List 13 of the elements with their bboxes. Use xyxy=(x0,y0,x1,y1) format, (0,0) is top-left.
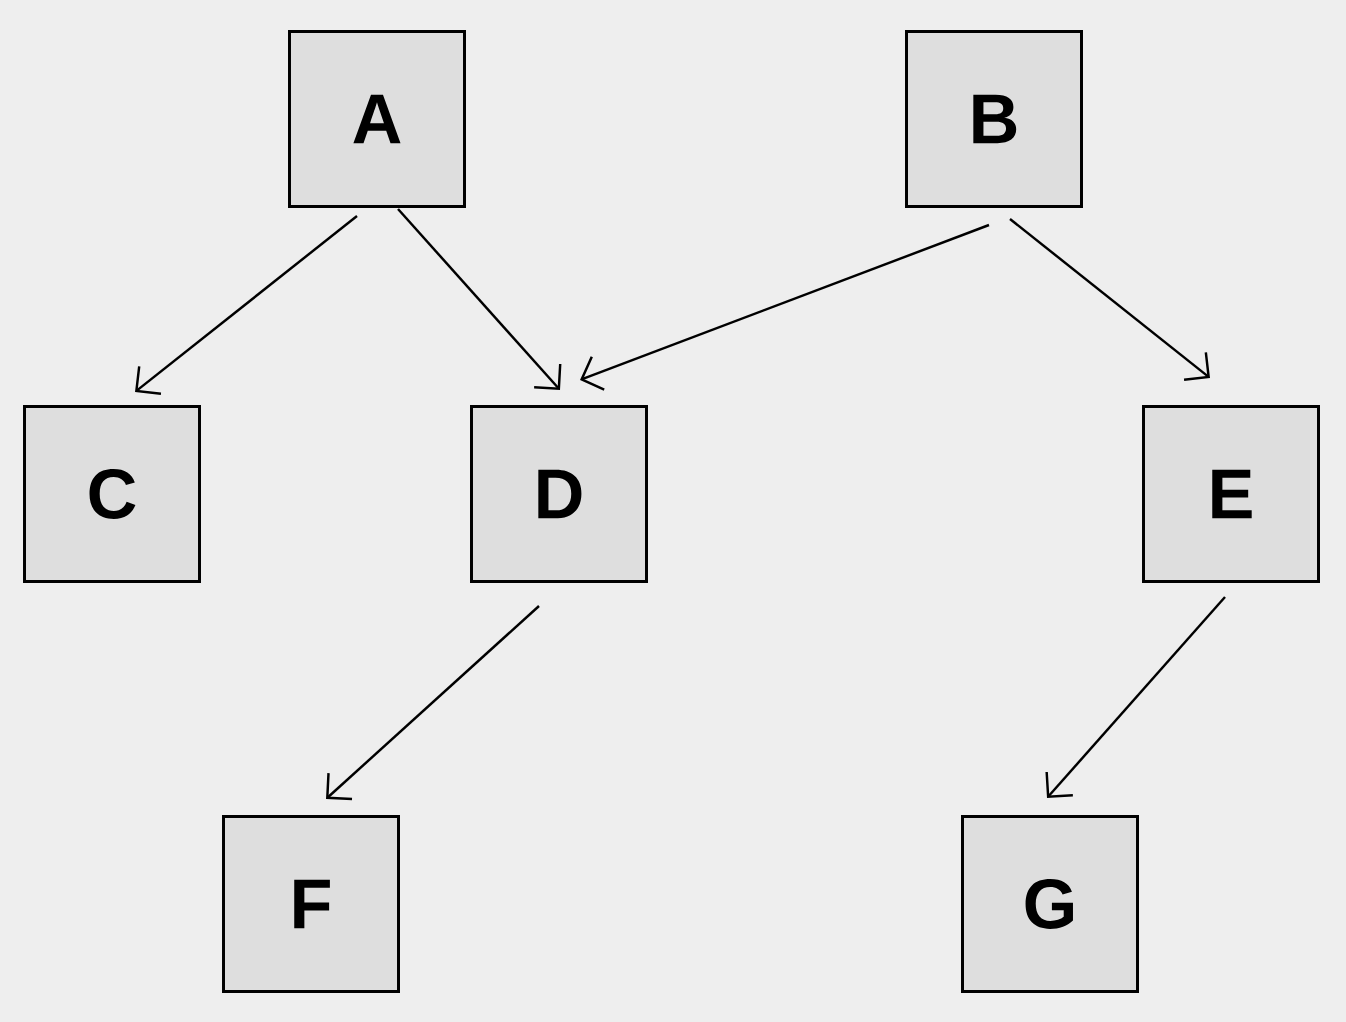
arrow xyxy=(1009,218,1210,381)
arrow xyxy=(135,215,358,395)
letter-box: B xyxy=(905,30,1083,208)
arrow xyxy=(1045,596,1226,798)
arrow xyxy=(397,208,562,390)
arrow xyxy=(580,223,990,391)
arrow xyxy=(326,605,540,801)
letter-box: C xyxy=(23,405,201,583)
letter-box: D xyxy=(470,405,648,583)
letter-box: F xyxy=(222,815,400,993)
letter-box: E xyxy=(1142,405,1320,583)
letter-box: G xyxy=(961,815,1139,993)
letter-box: A xyxy=(288,30,466,208)
